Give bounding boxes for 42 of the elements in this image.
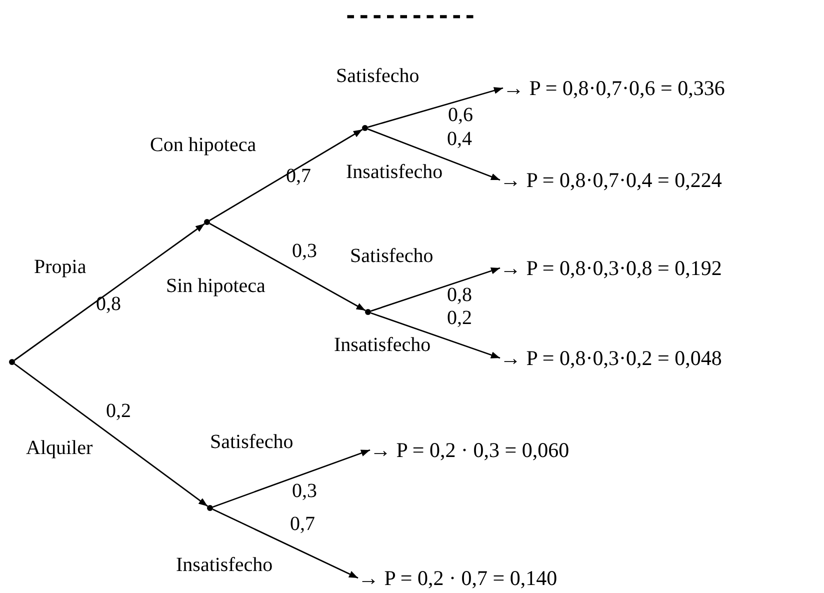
- branch-arrow: [368, 128, 500, 181]
- outcome-probability: → P = 0,2 · 0,7 = 0,140: [358, 566, 558, 590]
- edge-label: 0,3: [292, 480, 317, 502]
- branch-label: Satisfecho: [350, 244, 434, 268]
- outcome-probability: → P = 0,2 · 0,3 = 0,060: [370, 438, 570, 462]
- title: ----------: [344, 4, 476, 30]
- branch-arrow: [212, 508, 358, 579]
- branch-label: Insatisfecho: [346, 160, 443, 184]
- edge-label: 0,8: [447, 284, 472, 306]
- edge-label: 0,8: [96, 293, 121, 315]
- branch-point: [207, 505, 213, 511]
- branch-arrow: [209, 222, 366, 312]
- branch-label: Insatisfecho: [334, 333, 431, 357]
- branch-point: [204, 219, 210, 225]
- branch-arrow: [14, 363, 208, 507]
- branch-label: Alquiler: [26, 436, 93, 460]
- edge-label: 0,7: [286, 165, 311, 187]
- edge-label: 0,7: [290, 513, 315, 535]
- branch-arrow: [212, 449, 370, 508]
- branch-arrow: [370, 312, 500, 359]
- branch-point: [9, 359, 15, 365]
- branch-label: Sin hipoteca: [166, 274, 266, 298]
- edge-label: 0,2: [106, 400, 131, 422]
- edge-label: 0,3: [292, 240, 317, 262]
- edge-label: 0,2: [447, 307, 472, 329]
- branch-point: [365, 309, 371, 315]
- edge-label: 0,4: [447, 128, 472, 150]
- branch-label: Con hipoteca: [150, 133, 256, 157]
- outcome-probability: → P = 0,8·0,7·0,4 = 0,224: [500, 168, 722, 192]
- branch-arrow: [368, 86, 504, 128]
- branch-label: Insatisfecho: [176, 553, 273, 577]
- branch-label: Satisfecho: [336, 64, 420, 88]
- branch-label: Satisfecho: [210, 430, 294, 454]
- branch-arrow: [209, 128, 363, 222]
- branch-arrow: [14, 223, 205, 361]
- branch-label: Propia: [34, 255, 86, 279]
- edge-label: 0,6: [448, 104, 473, 126]
- outcome-probability: → P = 0,8·0,3·0,2 = 0,048: [500, 346, 722, 370]
- branch-point: [362, 125, 368, 131]
- outcome-probability: → P = 0,8·0,7·0,6 = 0,336: [503, 76, 725, 100]
- outcome-probability: → P = 0,8·0,3·0,8 = 0,192: [500, 256, 722, 280]
- branch-arrow: [370, 266, 500, 312]
